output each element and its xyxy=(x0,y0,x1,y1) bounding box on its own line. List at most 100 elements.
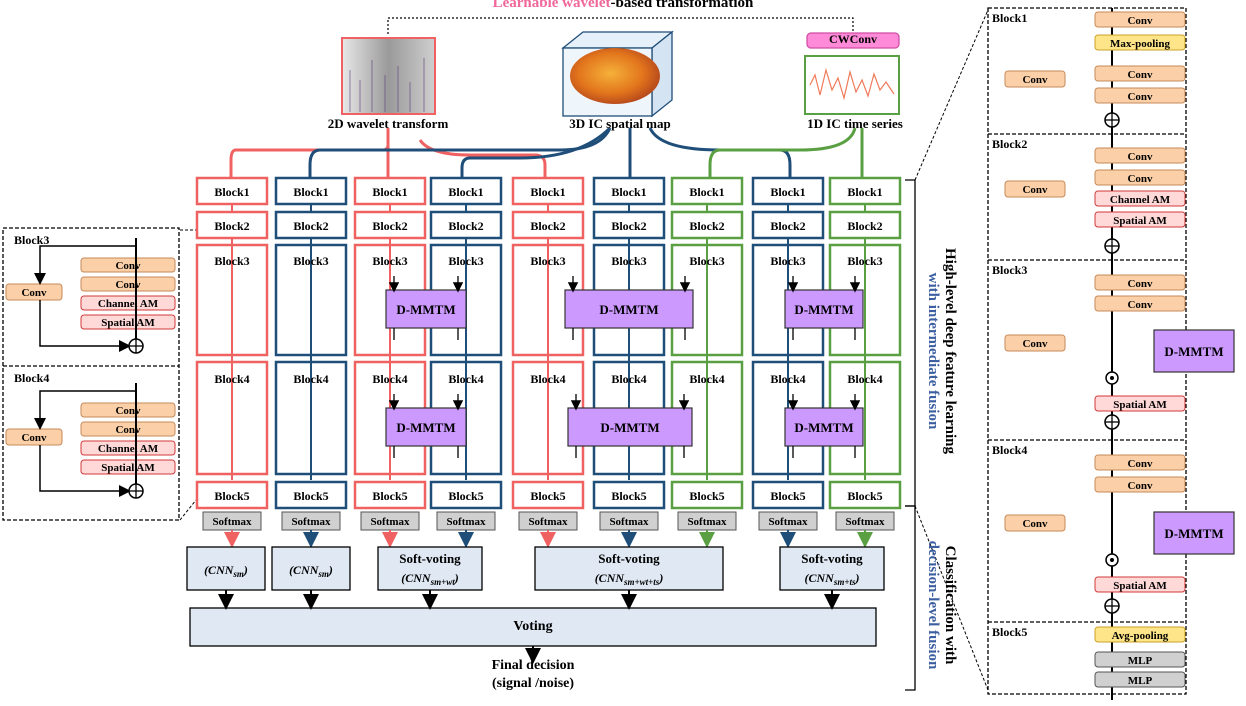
right-skip-conv-box xyxy=(1004,180,1066,198)
inset-skip-return xyxy=(39,445,131,497)
right-conv-label: Conv xyxy=(1127,278,1153,290)
multiply-dot xyxy=(1110,558,1114,562)
inset-conv-box xyxy=(80,402,176,418)
block2-box xyxy=(592,210,666,240)
right-skip-conv-box xyxy=(1004,334,1066,352)
decision-formula: (CNNsm) xyxy=(204,563,248,579)
block4-box xyxy=(195,360,269,476)
inset-block3-title: Block3 xyxy=(14,233,49,247)
right-conv-label: Conv xyxy=(1127,151,1153,163)
block3-label: Block3 xyxy=(847,254,882,268)
right-dmmtm-box xyxy=(1153,329,1235,373)
right-channel-am-box xyxy=(1094,190,1186,207)
right-skip-conv-label: Conv xyxy=(1022,74,1048,86)
block5-label: Block5 xyxy=(372,489,407,503)
inset-spatial-am-box xyxy=(80,459,176,475)
block2-box xyxy=(353,210,427,240)
formula-sub: sm+wt xyxy=(430,577,456,587)
softmax-label: Softmax xyxy=(528,516,568,528)
right-conv-box xyxy=(1094,476,1186,493)
block2-label: Block2 xyxy=(448,219,483,233)
block5-box xyxy=(511,480,585,510)
soft-voting-label: Soft-voting xyxy=(399,551,461,566)
right-conv-label: Conv xyxy=(1127,299,1153,311)
decision-formula: (CNNsm+wt) xyxy=(401,571,458,587)
wavelet-caption: 2D wavelet transform xyxy=(327,116,449,131)
block3-label: Block3 xyxy=(448,254,483,268)
right-conv-label: Conv xyxy=(1127,480,1153,492)
brain-cube-image xyxy=(561,30,674,118)
inset-channel-am-label: Channel AM xyxy=(98,443,159,455)
formula-sub: sm+ts xyxy=(833,577,856,587)
block5-box xyxy=(828,480,902,510)
right-spatial-am-box xyxy=(1094,211,1186,228)
cwconv-label: CWConv xyxy=(828,32,877,46)
formula-sub: sm xyxy=(232,569,244,579)
block4-label: Block4 xyxy=(293,372,328,386)
input-connectors xyxy=(229,126,864,178)
dmmtm-box xyxy=(564,289,694,329)
right-skip-conv-box xyxy=(1004,70,1066,88)
right-conv-box xyxy=(1094,147,1186,164)
dmmtm-label: D-MMTM xyxy=(794,302,853,317)
block5-box xyxy=(592,480,666,510)
inset-skip-path xyxy=(34,245,136,285)
block1-box xyxy=(429,176,503,206)
block5-label: Block5 xyxy=(293,489,328,503)
right-dmmtm-label: D-MMTM xyxy=(1164,344,1223,359)
block4-label: Block4 xyxy=(214,372,249,386)
multiply-dot xyxy=(1110,376,1114,380)
inset-conv-label: Conv xyxy=(115,424,141,436)
timeseries-image xyxy=(804,55,900,115)
formula-main: (CNN xyxy=(401,571,432,585)
final-decision-sub: (signal /noise) xyxy=(491,676,575,691)
block4-label: Block4 xyxy=(770,372,805,386)
block4-label: Block4 xyxy=(689,372,724,386)
block5-box xyxy=(429,480,503,510)
block2-box xyxy=(828,210,902,240)
block1-label: Block1 xyxy=(448,185,483,199)
soft-voting-label: Soft-voting xyxy=(801,551,863,566)
dmmtm-label: D-MMTM xyxy=(794,420,853,435)
block1-box xyxy=(511,176,585,206)
title-part3: -based transformation xyxy=(610,0,754,11)
block1-box xyxy=(670,176,744,206)
inset-conv-box xyxy=(80,276,176,292)
soft-voting-label: Soft-voting xyxy=(598,551,660,566)
right-block1-title: Block1 xyxy=(992,11,1027,25)
block4-label: Block4 xyxy=(611,372,646,386)
right-block5-title: Block5 xyxy=(992,625,1027,639)
formula-close: ) xyxy=(454,571,459,585)
block2-box xyxy=(751,210,825,240)
softmax-label: Softmax xyxy=(687,516,727,528)
inset-channel-am-box xyxy=(80,440,176,456)
right-conv-box xyxy=(1094,87,1186,104)
formula-close: ) xyxy=(328,563,333,577)
block2-label: Block2 xyxy=(770,219,805,233)
block1-box xyxy=(274,176,348,206)
formula-main: (CNN xyxy=(204,563,235,577)
inset-spatial-am-label: Spatial AM xyxy=(101,462,155,474)
block5-label: Block5 xyxy=(770,489,805,503)
inset-conv-label: Conv xyxy=(115,260,141,272)
wavelet-image xyxy=(341,37,436,115)
block1-box xyxy=(828,176,902,206)
block1-label: Block1 xyxy=(847,185,882,199)
formula-main: (CNN xyxy=(595,571,626,585)
block4-label: Block4 xyxy=(847,372,882,386)
block2-box xyxy=(670,210,744,240)
formula-main: (CNN xyxy=(289,563,320,577)
inset-conv-label: Conv xyxy=(115,405,141,417)
right-conv-box xyxy=(1094,169,1186,186)
final-decision-label: Final decision xyxy=(491,658,575,673)
block3-label: Block3 xyxy=(530,254,565,268)
block1-label: Block1 xyxy=(293,185,328,199)
block2-label: Block2 xyxy=(530,219,565,233)
block2-label: Block2 xyxy=(689,219,724,233)
inset-skip-path xyxy=(34,390,136,430)
dmmtm-label: D-MMTM xyxy=(396,420,455,435)
diagram-title: Learnable wavelet-based transformation xyxy=(0,0,1246,12)
inset-conv-box xyxy=(80,421,176,437)
block1-box xyxy=(353,176,427,206)
